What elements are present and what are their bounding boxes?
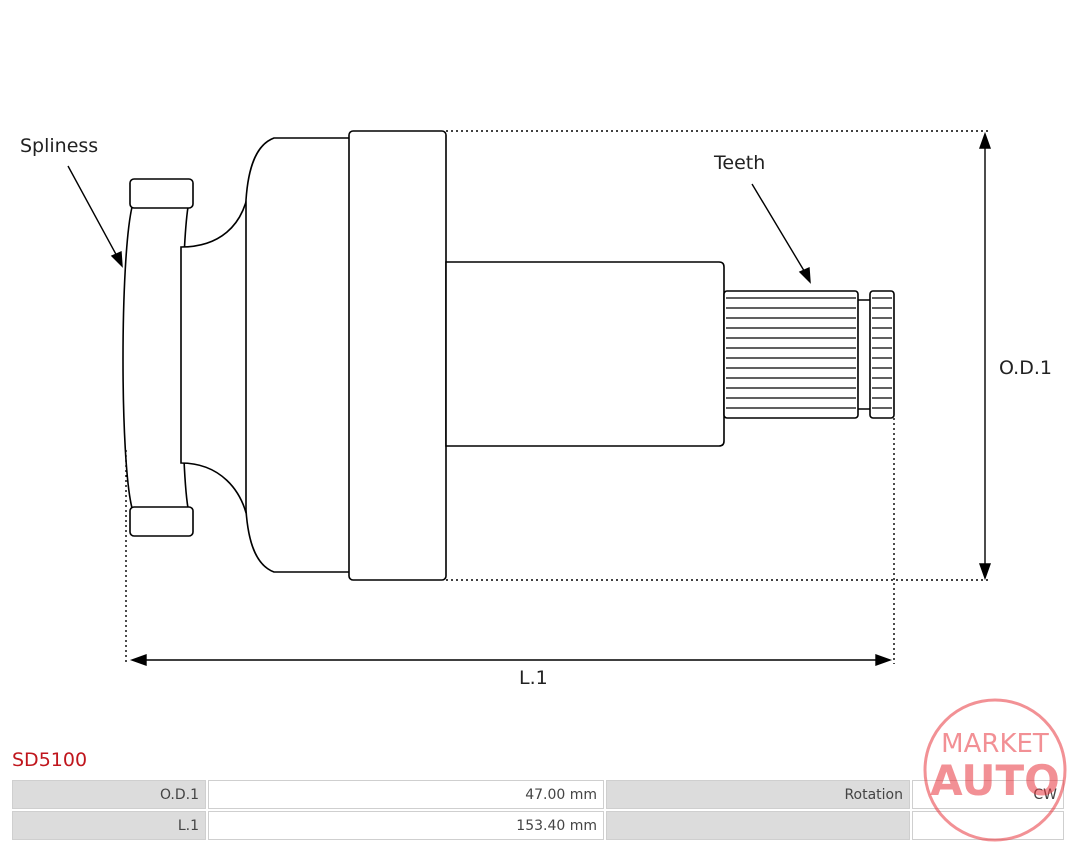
part-number: SD5100 (12, 749, 88, 771)
teeth-label: Teeth (713, 152, 765, 174)
gear-end-ring (869, 290, 895, 419)
starter-drive-drawing: Spliness Teeth O.D.1 L.1 (20, 130, 1052, 689)
length-dimension-label: L.1 (519, 667, 548, 689)
rim-cap-top (129, 178, 194, 209)
neck (180, 179, 251, 536)
collar (348, 130, 447, 581)
watermark-line1: MARKET (941, 729, 1049, 759)
spec-value: CW (912, 780, 1064, 809)
table-row: L.1 153.40 mm (12, 811, 1064, 840)
flange-rim (122, 206, 189, 509)
rim-cap-bottom (129, 506, 194, 537)
spec-value: 47.00 mm (208, 780, 604, 809)
od-dimension-label: O.D.1 (999, 357, 1052, 379)
spec-key: Rotation (606, 780, 910, 809)
watermark-line2: AUTO (930, 756, 1060, 805)
spec-key (606, 811, 910, 840)
spec-key: L.1 (12, 811, 206, 840)
spec-key: O.D.1 (12, 780, 206, 809)
housing (245, 137, 353, 573)
spec-value: 153.40 mm (208, 811, 604, 840)
spliness-label: Spliness (20, 135, 98, 157)
table-row: O.D.1 47.00 mm Rotation CW (12, 780, 1064, 809)
shaft (445, 261, 725, 447)
spec-table: O.D.1 47.00 mm Rotation CW L.1 153.40 mm (10, 778, 1066, 842)
gear-teeth (723, 290, 859, 419)
marketauto-watermark-logo: MARKET AUTO (923, 698, 1067, 842)
